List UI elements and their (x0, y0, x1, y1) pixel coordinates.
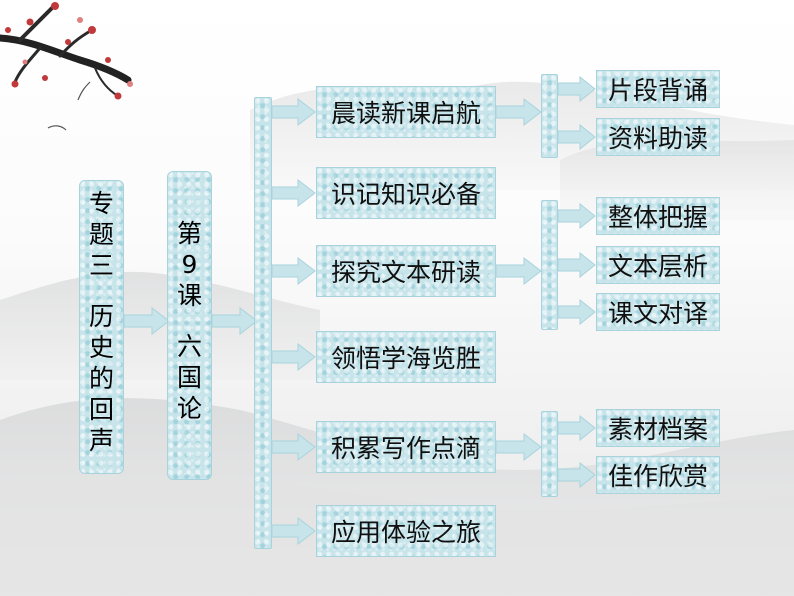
root-topic-char: 题 (88, 220, 114, 249)
right-arrow-icon (272, 343, 316, 371)
right-arrow-icon (272, 179, 316, 207)
section-label: 探究文本研读 (330, 258, 481, 287)
group3-spine (541, 200, 558, 330)
subsection-box: 佳作欣赏 (596, 456, 720, 494)
lesson-number-char: 课 (176, 281, 202, 310)
section-label: 应用体验之旅 (330, 518, 481, 547)
root-subject-char: 史 (88, 333, 114, 362)
lesson-title-char: 论 (176, 394, 202, 423)
main-spine (254, 97, 272, 549)
root-topic-char: 专 (88, 189, 114, 218)
subsection-label: 片段背诵 (607, 76, 708, 105)
lesson-title-char: 六 (176, 332, 202, 361)
subsection-label: 文本层析 (607, 252, 708, 281)
section-box-2: 识记知识必备 (316, 167, 496, 219)
lesson-title-char: 国 (176, 363, 202, 392)
root-subject-char: 声 (88, 426, 114, 455)
lesson-column: 第 9 课 六 国 论 (167, 218, 212, 424)
subsection-label: 素材档案 (607, 415, 708, 444)
right-arrow-icon (496, 257, 542, 285)
section-label: 晨读新课启航 (330, 99, 481, 128)
section-box-3: 探究文本研读 (316, 245, 496, 297)
right-arrow-icon (558, 124, 596, 150)
section-box-1: 晨读新课启航 (316, 86, 496, 138)
section-label: 识记知识必备 (330, 180, 481, 209)
root-topic-char: 三 (88, 251, 114, 280)
right-arrow-icon (558, 252, 596, 278)
right-arrow-icon (272, 98, 316, 126)
right-arrow-icon (496, 98, 542, 126)
right-arrow-icon (558, 299, 596, 325)
subsection-label: 佳作欣赏 (607, 462, 708, 491)
subsection-label: 课文对译 (607, 299, 708, 328)
lesson-box (167, 171, 212, 480)
subsection-box: 片段背诵 (596, 70, 720, 108)
section-box-4: 领悟学海览胜 (316, 331, 496, 383)
subsection-box: 整体把握 (596, 197, 720, 235)
right-arrow-icon (272, 257, 316, 285)
root-topic-column: 专 题 三 历 史 的 回 声 (79, 188, 124, 456)
lesson-number-char: 第 (176, 219, 202, 248)
group5-spine (541, 411, 558, 497)
section-box-6: 应用体验之旅 (316, 505, 496, 557)
subsection-box: 文本层析 (596, 246, 720, 284)
subsection-box: 课文对译 (596, 293, 720, 331)
right-arrow-icon (558, 76, 596, 102)
lesson-number-char: 9 (181, 250, 198, 279)
section-box-5: 积累写作点滴 (316, 421, 496, 473)
right-arrow-icon (558, 415, 596, 441)
root-subject-char: 的 (88, 364, 114, 393)
subsection-box: 素材档案 (596, 409, 720, 447)
right-arrow-icon (272, 433, 316, 461)
group1-spine (541, 74, 558, 158)
subsection-label: 资料助读 (607, 124, 708, 153)
subsection-box: 资料助读 (596, 118, 720, 156)
root-topic-box (79, 180, 124, 474)
subsection-label: 整体把握 (607, 203, 708, 232)
right-arrow-icon (558, 462, 596, 488)
right-arrow-icon (272, 517, 316, 545)
root-subject-char: 历 (88, 302, 114, 331)
right-arrow-icon (124, 306, 170, 336)
section-label: 领悟学海览胜 (330, 344, 481, 373)
right-arrow-icon (496, 433, 542, 461)
right-arrow-icon (558, 203, 596, 229)
right-arrow-icon (212, 306, 258, 336)
root-subject-char: 回 (88, 395, 114, 424)
section-label: 积累写作点滴 (330, 434, 481, 463)
